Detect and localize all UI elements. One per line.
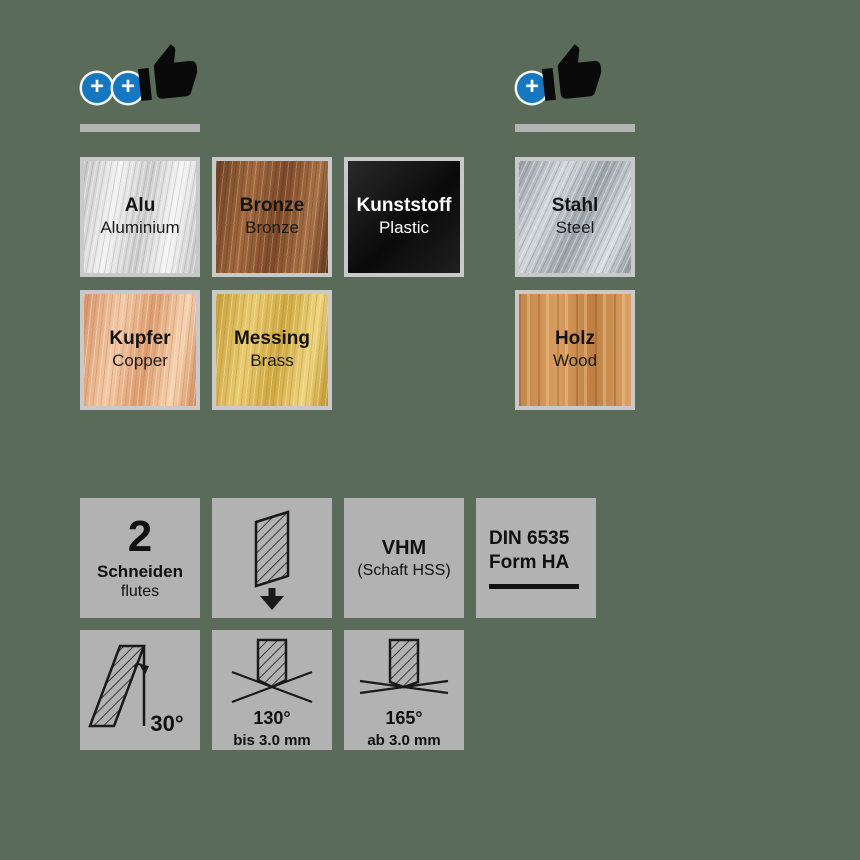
spec-tile-flutes: 2 Schneiden flutes bbox=[80, 498, 200, 618]
material-subtitle: Copper bbox=[112, 351, 168, 371]
plus-badge: + bbox=[113, 73, 143, 103]
point-angle-icon bbox=[231, 638, 313, 704]
helix-angle-value: 30° bbox=[150, 711, 183, 736]
flute-count: 2 bbox=[127, 512, 153, 561]
din-underline bbox=[489, 583, 579, 589]
down-arrow-icon bbox=[268, 588, 276, 596]
material-title: Stahl bbox=[551, 195, 599, 217]
spec-tile-din: DIN 6535 Form HA bbox=[476, 498, 596, 618]
spec-tile-vhm: VHM (Schaft HSS) bbox=[344, 498, 464, 618]
material-title: Messing bbox=[233, 328, 311, 350]
point-angle-range: bis 3.0 mm bbox=[233, 732, 311, 749]
thumbs-up-icon bbox=[136, 42, 200, 106]
material-title: Alu bbox=[124, 195, 156, 217]
flute-label-de: Schneiden bbox=[97, 562, 183, 581]
shank-material-note: (Schaft HSS) bbox=[357, 561, 451, 579]
angle-arrowhead bbox=[139, 664, 149, 675]
plastic-texture: Kunststoff Plastic bbox=[348, 161, 460, 273]
shank-material: VHM bbox=[381, 536, 427, 559]
divider-right bbox=[515, 124, 635, 132]
material-title: Kunststoff bbox=[356, 195, 452, 217]
thumbs-up-icon bbox=[540, 42, 604, 106]
plus-badge: + bbox=[517, 73, 547, 103]
material-title: Bronze bbox=[239, 195, 305, 217]
material-subtitle: Wood bbox=[552, 351, 598, 371]
steel-texture: Stahl Steel bbox=[519, 161, 631, 273]
wood-texture: Holz Wood bbox=[519, 294, 631, 406]
point-angle-value: 130° bbox=[253, 708, 291, 728]
helix-angle-icon: 30° bbox=[88, 644, 184, 736]
spec-tile-point-angle-small: 130° bis 3.0 mm bbox=[212, 630, 332, 750]
point-angle-icon bbox=[359, 638, 449, 695]
material-title: Kupfer bbox=[109, 328, 171, 350]
material-tile-bronze: Bronze Bronze bbox=[212, 157, 332, 277]
material-tile-steel: Stahl Steel bbox=[515, 157, 635, 277]
plus-badge: + bbox=[82, 73, 112, 103]
material-tile-aluminium: Alu Aluminium bbox=[80, 157, 200, 277]
din-standard: DIN 6535 bbox=[489, 528, 570, 550]
material-tile-plastic: Kunststoff Plastic bbox=[344, 157, 464, 277]
point-angle-value: 165° bbox=[385, 708, 423, 728]
plus-icon: + bbox=[120, 73, 135, 100]
flute-label-en: flutes bbox=[120, 583, 160, 600]
aluminium-texture: Alu Aluminium bbox=[84, 161, 196, 273]
material-title: Holz bbox=[554, 328, 596, 350]
material-tile-wood: Holz Wood bbox=[515, 290, 635, 410]
plus-icon: + bbox=[524, 73, 539, 100]
material-subtitle: Aluminium bbox=[100, 218, 180, 238]
spec-tile-point-angle-large: 165° ab 3.0 mm bbox=[344, 630, 464, 750]
point-angle-range: ab 3.0 mm bbox=[367, 732, 441, 749]
spec-tile-shank bbox=[212, 498, 332, 618]
divider-left bbox=[80, 124, 200, 132]
material-tile-brass: Messing Brass bbox=[212, 290, 332, 410]
brass-texture: Messing Brass bbox=[216, 294, 328, 406]
material-tile-copper: Kupfer Copper bbox=[80, 290, 200, 410]
bronze-texture: Bronze Bronze bbox=[216, 161, 328, 273]
material-subtitle: Bronze bbox=[245, 218, 299, 238]
plus-icon: + bbox=[89, 73, 104, 100]
din-form: Form HA bbox=[489, 552, 570, 573]
material-subtitle: Brass bbox=[250, 351, 294, 371]
material-subtitle: Plastic bbox=[378, 218, 430, 238]
drill-flute-icon bbox=[254, 510, 290, 610]
copper-texture: Kupfer Copper bbox=[84, 294, 196, 406]
material-subtitle: Steel bbox=[555, 218, 595, 238]
spec-tile-helix-angle: 30° bbox=[80, 630, 200, 750]
